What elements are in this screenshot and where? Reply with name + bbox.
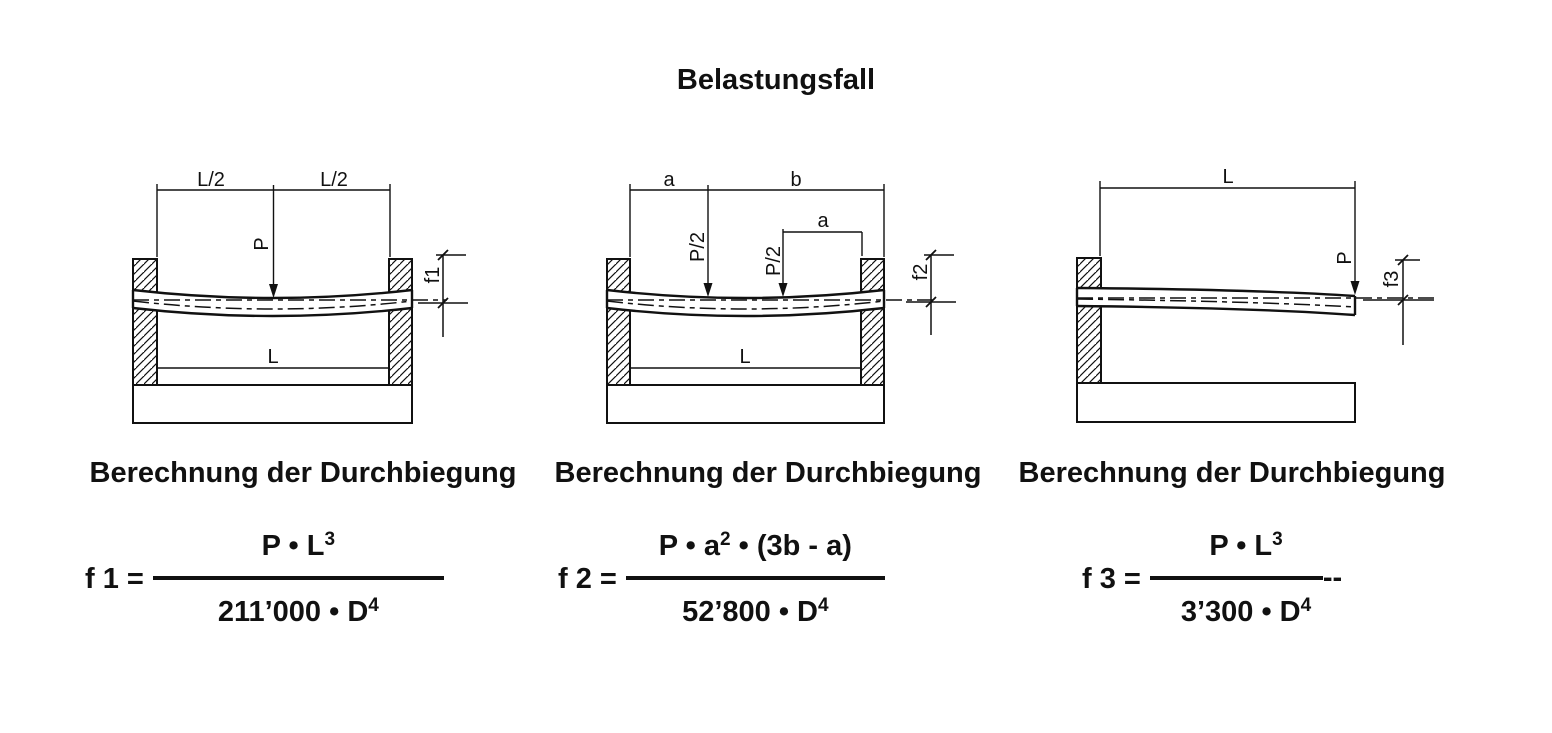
formula-f1: f 1 = P • L3 211’000 • D4 [85, 530, 444, 630]
diagram-cantilever-load: L P f3 [1075, 166, 1434, 423]
formula-f1-lhs: f 1 = [85, 563, 144, 596]
load-label-p2-first: P/2 [687, 232, 709, 262]
load-arrowhead [269, 284, 278, 298]
support-block-right [860, 258, 885, 386]
formula-f2-lhs: f 2 = [558, 563, 617, 596]
numerator-rest: • (3b - a) [730, 530, 852, 562]
load-arrowhead-1 [703, 283, 713, 297]
load-arrowhead-2 [778, 283, 788, 297]
formula-f2: f 2 = P • a2 • (3b - a) 52’800 • D4 [558, 530, 885, 630]
load-label-p: P [251, 237, 273, 250]
deflection-label-f3: f3 [1381, 271, 1403, 288]
span-label: L [267, 346, 278, 368]
numerator-exponent: 3 [324, 529, 336, 550]
beam-top-edge [132, 288, 413, 300]
support-block-left [1076, 257, 1102, 384]
denominator-exponent: 4 [1300, 595, 1312, 617]
numerator-base: P • L [1209, 530, 1273, 562]
base-plate [606, 384, 885, 424]
load-label-p: P [1334, 251, 1356, 264]
section-heading-2: Berechnung der Durchbiegung [554, 457, 982, 489]
fraction-bar-row [625, 576, 885, 581]
denominator: 3’300 • D4 [1181, 596, 1311, 629]
deflection-label-f2: f2 [910, 264, 932, 281]
dim-label-a-right: a [817, 210, 829, 232]
denominator-base: 211’000 • D [217, 596, 369, 629]
dim-label-a: a [663, 169, 675, 191]
denominator: 211’000 • D4 [218, 596, 379, 629]
denominator-base: 52’800 • D [682, 596, 819, 629]
beam-top-edge [606, 288, 885, 300]
denominator-exponent: 4 [818, 595, 829, 617]
denominator-exponent: 4 [368, 595, 379, 617]
dim-label-l2-left: L/2 [197, 169, 225, 191]
load-arrowhead [1350, 281, 1360, 295]
dim-label-b: b [790, 169, 801, 191]
span-label: L [739, 346, 750, 368]
numerator-exponent: 3 [1272, 529, 1283, 550]
beam-centerline-deflected [1076, 298, 1356, 308]
beam-centerline-deflected [606, 300, 885, 310]
base-plate [132, 384, 413, 424]
formula-f2-fraction: P • a2 • (3b - a) 52’800 • D4 [625, 530, 885, 630]
support-block-right [388, 258, 413, 386]
fraction-bar [1149, 576, 1323, 581]
beam-bottom-edge [132, 306, 413, 318]
numerator-exponent: 2 [720, 529, 731, 550]
support-block-left [132, 258, 158, 386]
denominator: 52’800 • D4 [682, 596, 829, 629]
numerator: P • L3 [1209, 530, 1282, 563]
numerator-base: P • L [261, 530, 325, 562]
numerator: P • L3 [262, 530, 335, 563]
deflection-label-f1: f1 [422, 267, 444, 284]
numerator: P • a2 • (3b - a) [659, 530, 852, 563]
dim-label-l: L [1222, 166, 1233, 188]
beam-centerline-deflected [132, 300, 413, 310]
deflection-dimension-f2: f2 [906, 249, 956, 335]
deflection-dimension-f3: f3 [1363, 254, 1434, 345]
beam-bottom-edge [1076, 304, 1356, 317]
denominator-base: 3’300 • D [1180, 596, 1301, 629]
fraction-bar-row [152, 576, 444, 581]
deflection-dimension-f1: f1 [418, 249, 468, 337]
fraction-bar-row: -- [1149, 562, 1342, 594]
numerator-base: P • a [658, 530, 720, 562]
dim-label-l2-right: L/2 [320, 169, 348, 191]
beam-bottom-edge [606, 306, 885, 318]
diagram-center-load: L/2 L/2 P L f1 [131, 169, 468, 424]
beam-top-edge [1076, 286, 1356, 298]
fraction-bar [625, 576, 885, 581]
formula-f1-fraction: P • L3 211’000 • D4 [152, 530, 444, 630]
section-heading-3: Berechnung der Durchbiegung [1018, 457, 1446, 489]
formula-f3-lhs: f 3 = [1082, 563, 1141, 596]
diagram-two-point-load: a b P/2 a P/2 L f2 [605, 169, 956, 424]
support-block-left [606, 258, 631, 386]
formula-f3: f 3 = P • L3 -- 3’300 • D4 [1082, 530, 1342, 630]
fraction-bar-trail: -- [1322, 561, 1343, 594]
formula-f3-fraction: P • L3 -- 3’300 • D4 [1149, 530, 1342, 630]
fraction-bar [152, 576, 444, 581]
section-heading-1: Berechnung der Durchbiegung [89, 457, 517, 489]
load-label-p2-second: P/2 [763, 246, 785, 276]
page-title: Belastungsfall [676, 64, 876, 96]
base-plate [1076, 382, 1356, 423]
